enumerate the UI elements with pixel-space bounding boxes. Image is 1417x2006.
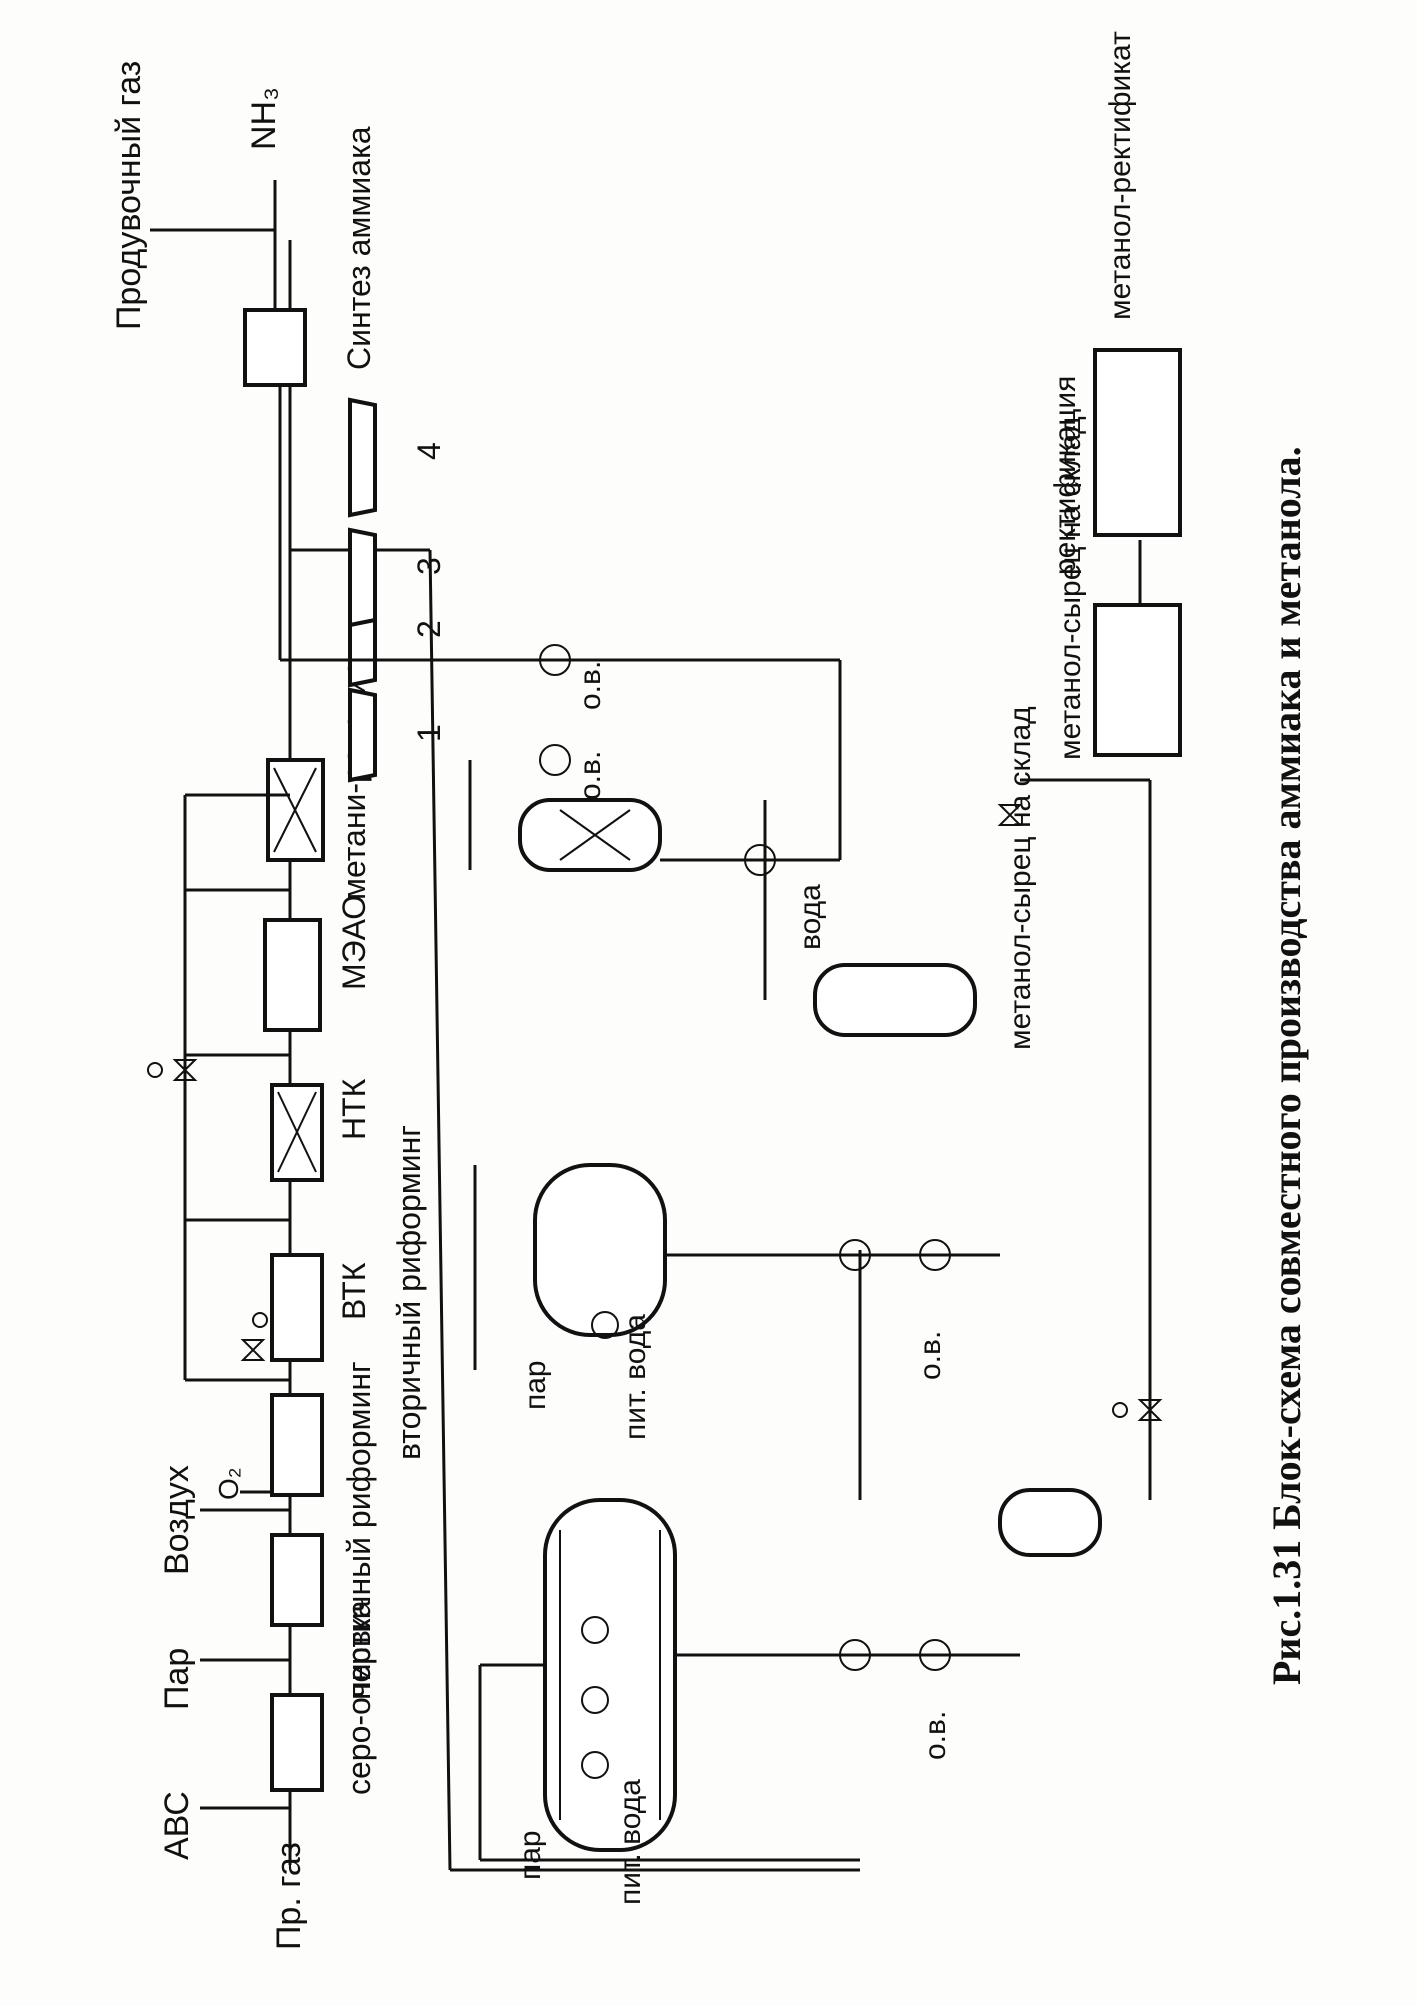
crude-storage-box: [1093, 603, 1182, 757]
cooler-4: [539, 644, 571, 676]
absorber-column: [813, 963, 977, 1037]
ov-label-2: о.в.: [914, 1331, 947, 1380]
vtk-label: ВТК: [336, 1262, 372, 1320]
vtk-box: [270, 1253, 324, 1362]
ntk-label: НТК: [336, 1078, 372, 1140]
ov-label-3: о.в.: [574, 751, 607, 800]
par-label-1: пар: [514, 1830, 547, 1880]
avs-label: АВС: [158, 1791, 196, 1860]
pr-gas-label: Пр. газ: [270, 1842, 308, 1950]
storage-valve: [997, 804, 1023, 826]
metanol-rektifikat-label: метанол-ректификат: [1104, 31, 1137, 320]
seroochistka-label: серо-очистка: [341, 1600, 377, 1795]
sintez-label: Синтез аммиака: [341, 126, 377, 370]
par-label-2: пар: [519, 1360, 552, 1410]
reactor-3-cross-b: [559, 809, 631, 861]
nh3-label: NH₃: [245, 87, 283, 150]
boiler-1b: [581, 1686, 609, 1714]
metan-cross-b: [273, 767, 317, 853]
compressor-3: [348, 527, 377, 628]
boiler-1a: [581, 1751, 609, 1779]
ammonia-synthesis-box: [243, 308, 307, 387]
compressor-2-label: 2: [411, 620, 447, 638]
valve-actuator-2: [147, 1062, 163, 1078]
methanol-reactor-3: [518, 798, 662, 872]
valve-actuator-1: [252, 1312, 268, 1328]
metanol-syrets-label-2: метанол-сырец на склад: [1054, 416, 1087, 760]
par-input-label: Пар: [158, 1648, 196, 1710]
crude-valve: [1137, 1399, 1163, 1421]
primary-reforming-box: [270, 1533, 324, 1627]
meao-box: [263, 918, 322, 1032]
seroochistka-box: [270, 1693, 324, 1792]
rektifikatsiya-box: [1093, 348, 1182, 537]
methanol-reactor-2: [533, 1163, 667, 1337]
compressor-1-label: 1: [411, 724, 447, 742]
rektifikatsiya-label: ректификация: [1049, 376, 1082, 575]
o2-label: O₂: [213, 1467, 244, 1500]
compressor-1: [348, 687, 377, 783]
pit-voda-label-1: пит. вода: [614, 1779, 647, 1905]
cooler-2: [919, 1239, 951, 1271]
ov-label-4: о.в.: [574, 661, 607, 710]
vtorichny-label: вторичный риформинг: [391, 1125, 427, 1460]
separator: [998, 1488, 1102, 1557]
heat-exchanger-2: [839, 1239, 871, 1271]
vozdukh-label: Воздух: [158, 1465, 196, 1575]
produvochny-label: Продувочный газ: [110, 61, 148, 330]
ntk-cross-b: [277, 1091, 317, 1173]
voda-label: вода: [794, 884, 827, 950]
methanol-reactor-1: [543, 1498, 677, 1852]
crude-valve-actuator: [1112, 1402, 1128, 1418]
compressor-4-label: 4: [411, 442, 447, 460]
cooler-3: [539, 744, 571, 776]
boiler-1c: [581, 1616, 609, 1644]
secondary-reforming-box: [270, 1393, 324, 1497]
ov-label-1: о.в.: [919, 1711, 952, 1760]
figure-caption: Рис.1.31 Блок-схема совместного производ…: [1264, 446, 1309, 1685]
pervichny-label: первичный риформинг: [341, 1361, 377, 1700]
pit-voda-label-2: пит. вода: [619, 1314, 652, 1440]
bypass-valve-1: [240, 1339, 266, 1361]
return-line: [428, 549, 452, 1871]
boiler-2: [591, 1311, 619, 1339]
compressor-4: [348, 397, 377, 518]
meao-label: МЭАО: [336, 895, 372, 990]
bypass-valve-2: [172, 1059, 198, 1081]
metanol-syrets-label-1: метанол-сырец на склад: [1004, 706, 1037, 1050]
compressor-3-label: 3: [411, 557, 447, 575]
